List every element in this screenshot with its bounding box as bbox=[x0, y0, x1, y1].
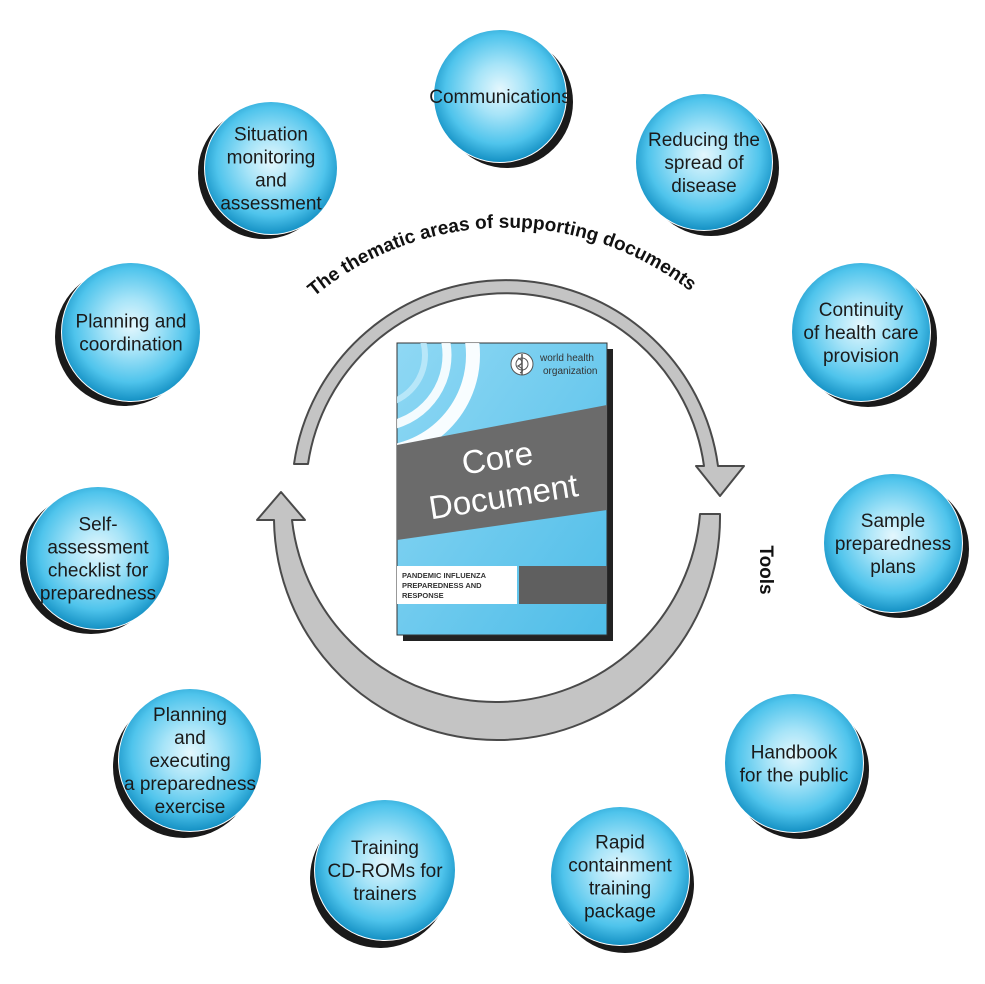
bubble-circle bbox=[315, 800, 455, 940]
bubble-label-line: preparedness bbox=[40, 584, 156, 605]
bubble-circle bbox=[551, 807, 689, 945]
bubble-label-line: of health care bbox=[803, 323, 918, 344]
core-subtitle-grey-box bbox=[519, 566, 607, 604]
bubble-communications: Communications bbox=[429, 29, 573, 168]
bubble-label-line: a preparedness bbox=[124, 774, 256, 795]
bubble-circle bbox=[205, 102, 337, 234]
bubble-circle bbox=[824, 474, 962, 612]
bubble-label-line: executing bbox=[149, 751, 230, 772]
bubble-label-line: checklist for bbox=[48, 561, 149, 582]
bubble-label-line: plans bbox=[870, 557, 915, 578]
core-subtitle-box bbox=[397, 566, 517, 604]
core-document-swooshes bbox=[397, 343, 607, 540]
bubble-label-line: monitoring bbox=[227, 148, 316, 169]
bubble-label-line: and bbox=[255, 171, 287, 192]
bubble-label-line: disease bbox=[671, 176, 737, 197]
core-subtitle-line-1: PANDEMIC INFLUENZA bbox=[402, 571, 487, 580]
who-logo-icon bbox=[510, 352, 534, 376]
bubble-label-line: package bbox=[584, 902, 656, 923]
bubble-circle bbox=[434, 30, 566, 162]
bubble-label-line: training bbox=[589, 879, 651, 900]
bubble-label-line: Sample bbox=[861, 511, 925, 532]
bubble-label-line: assessment bbox=[220, 194, 322, 215]
bubble-circle bbox=[792, 263, 930, 401]
bubble-label-line: trainers bbox=[353, 884, 416, 905]
bubble-label-line: CD-ROMs for bbox=[327, 861, 443, 882]
logo-text-line-2: organization bbox=[543, 366, 597, 377]
bubble-label-line: Self- bbox=[78, 515, 117, 536]
core-document: world health organization Core Document … bbox=[396, 342, 613, 641]
core-document-band bbox=[397, 405, 607, 540]
bubble-label-line: Reducing the bbox=[648, 130, 760, 151]
core-subtitle-line-3: RESPONSE bbox=[402, 591, 444, 600]
bubble-circle bbox=[636, 94, 772, 230]
bubble-circle bbox=[62, 263, 200, 401]
bubble-label-line: Continuity bbox=[819, 300, 904, 321]
bubble-label-line: Training bbox=[351, 838, 419, 859]
bubble-label-line: Handbook bbox=[751, 743, 838, 764]
bubble-label-line: Planning and bbox=[76, 312, 187, 333]
bubble-label-line: Rapid bbox=[595, 833, 645, 854]
core-subtitle-line-2: PREPAREDNESS AND bbox=[402, 581, 482, 590]
bubble-label-line: preparedness bbox=[835, 534, 951, 555]
bubble-circle bbox=[725, 694, 863, 832]
bubble-label-line: spread of bbox=[664, 153, 744, 174]
bubble-label-line: and bbox=[174, 728, 206, 749]
bubble-label-line: Situation bbox=[234, 125, 308, 146]
bubble-label-line: containment bbox=[568, 856, 672, 877]
bubble-circle bbox=[27, 487, 169, 629]
logo-text-line-1: world health bbox=[539, 353, 594, 364]
bubble-label-line: provision bbox=[823, 346, 899, 367]
bubble-label-line: for the public bbox=[740, 766, 849, 787]
bubble-label-line: assessment bbox=[47, 538, 149, 559]
tools-label: Tools bbox=[755, 545, 776, 594]
cycle-arrow-top bbox=[293, 279, 745, 497]
bubble-label-line: Planning bbox=[153, 705, 227, 726]
bubble-label-line: coordination bbox=[79, 335, 183, 356]
cycle-arrow-bottom bbox=[256, 491, 722, 741]
bubble-circle bbox=[119, 689, 261, 831]
bubble-label-line: Communications bbox=[429, 87, 571, 108]
bubble-label-line: exercise bbox=[155, 797, 226, 818]
